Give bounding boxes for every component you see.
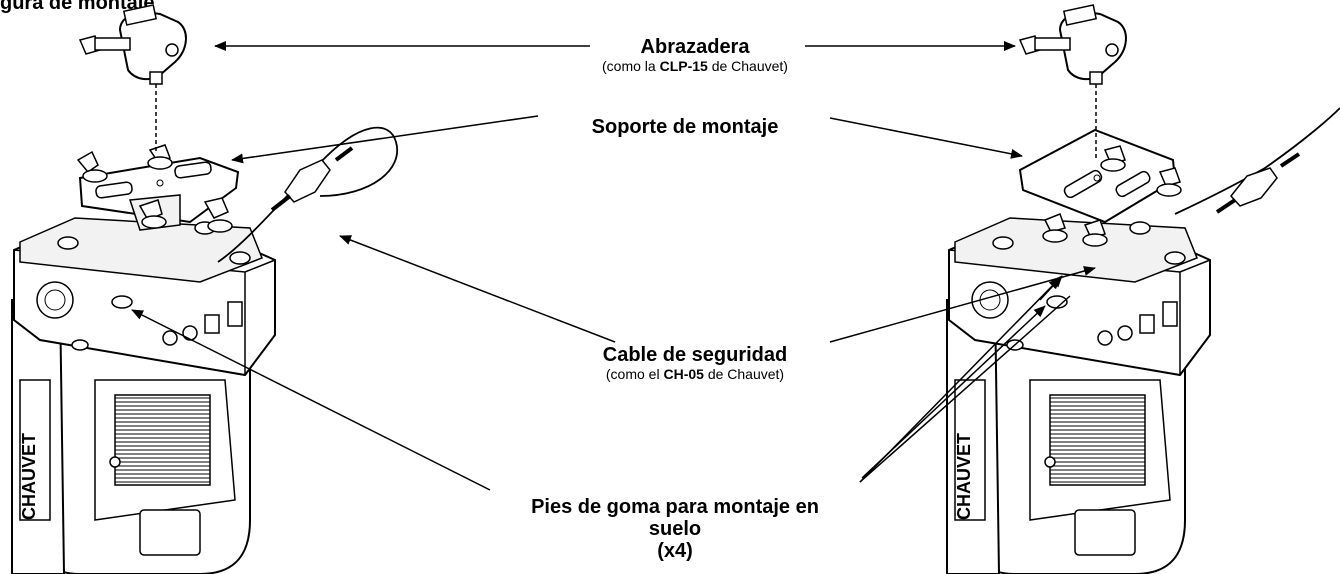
fixture-right: CHAUVET <box>946 4 1340 574</box>
label-bracket: Soporte de montaje <box>540 116 830 138</box>
label-cable-title: Cable de seguridad <box>602 344 788 366</box>
clamp-right <box>1018 4 1127 160</box>
label-feet: Pies de goma para montaje en suelo (x4) <box>470 496 880 562</box>
mounting-bracket-left <box>76 144 240 233</box>
fixture-left: CHAUVET <box>11 4 399 574</box>
label-feet-line3: (x4) <box>657 540 693 562</box>
fixture-right-brand: CHAUVET <box>954 433 974 520</box>
label-cable-sub: (como el CH-05 de Chauvet) <box>605 366 785 382</box>
label-bracket-title: Soporte de montaje <box>591 116 779 138</box>
mounting-bracket-right <box>1018 128 1182 247</box>
arrow-feet-right-3 <box>861 305 1046 479</box>
clamp-left <box>78 4 187 152</box>
safety-cable-right <box>1174 107 1340 215</box>
arrow-cable-left <box>339 235 616 343</box>
safety-cable-left <box>217 126 399 263</box>
arrow-feet-left <box>131 309 491 491</box>
label-clamp-title: Abrazadera <box>640 36 750 58</box>
label-clamp: Abrazadera (como la CLP-15 de Chauvet) <box>570 36 820 74</box>
figure-title: gura de montaje <box>0 0 155 14</box>
fixture-left-brand: CHAUVET <box>19 433 39 520</box>
leader-lines <box>131 41 1096 491</box>
arrow-bracket-right <box>829 117 1023 159</box>
label-cable: Cable de seguridad (como el CH-05 de Cha… <box>560 344 830 382</box>
label-clamp-sub: (como la CLP-15 de Chauvet) <box>602 58 788 74</box>
arrow-bracket-left <box>231 115 539 164</box>
label-feet-line2: suelo <box>648 518 702 540</box>
label-feet-line1: Pies de goma para montaje en <box>531 496 819 518</box>
arrow-feet-right-2 <box>859 295 1071 483</box>
